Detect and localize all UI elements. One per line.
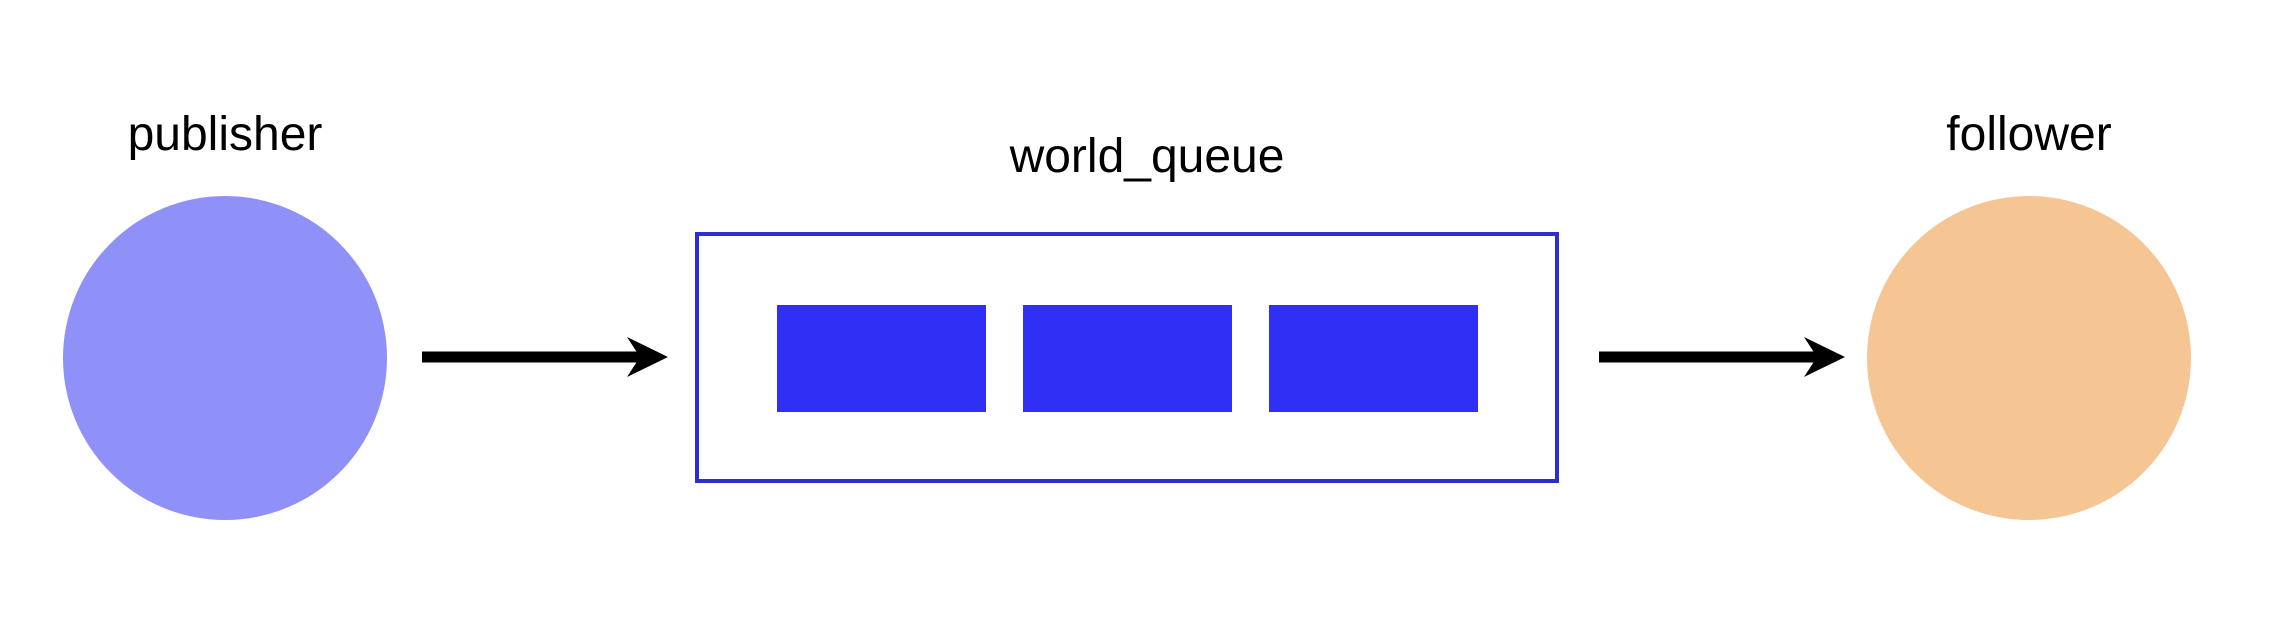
queue-message [1269,305,1478,412]
queue-message [777,305,986,412]
queue-container [695,232,1559,483]
follower-label: follower [1946,108,2111,161]
publisher-circle [63,196,387,520]
arrow-head [1804,337,1845,377]
arrow-publisher-to-queue [422,337,668,377]
arrow-head [627,337,668,377]
follower-circle [1867,196,2191,520]
publisher-label: publisher [128,108,323,161]
queue-label: world_queue [1009,130,1285,183]
follower-node: follower [1867,108,2191,520]
arrow-queue-to-follower [1599,337,1845,377]
world-queue: world_queue [695,130,1559,483]
queue-message [1023,305,1232,412]
publisher-node: publisher [63,108,387,520]
